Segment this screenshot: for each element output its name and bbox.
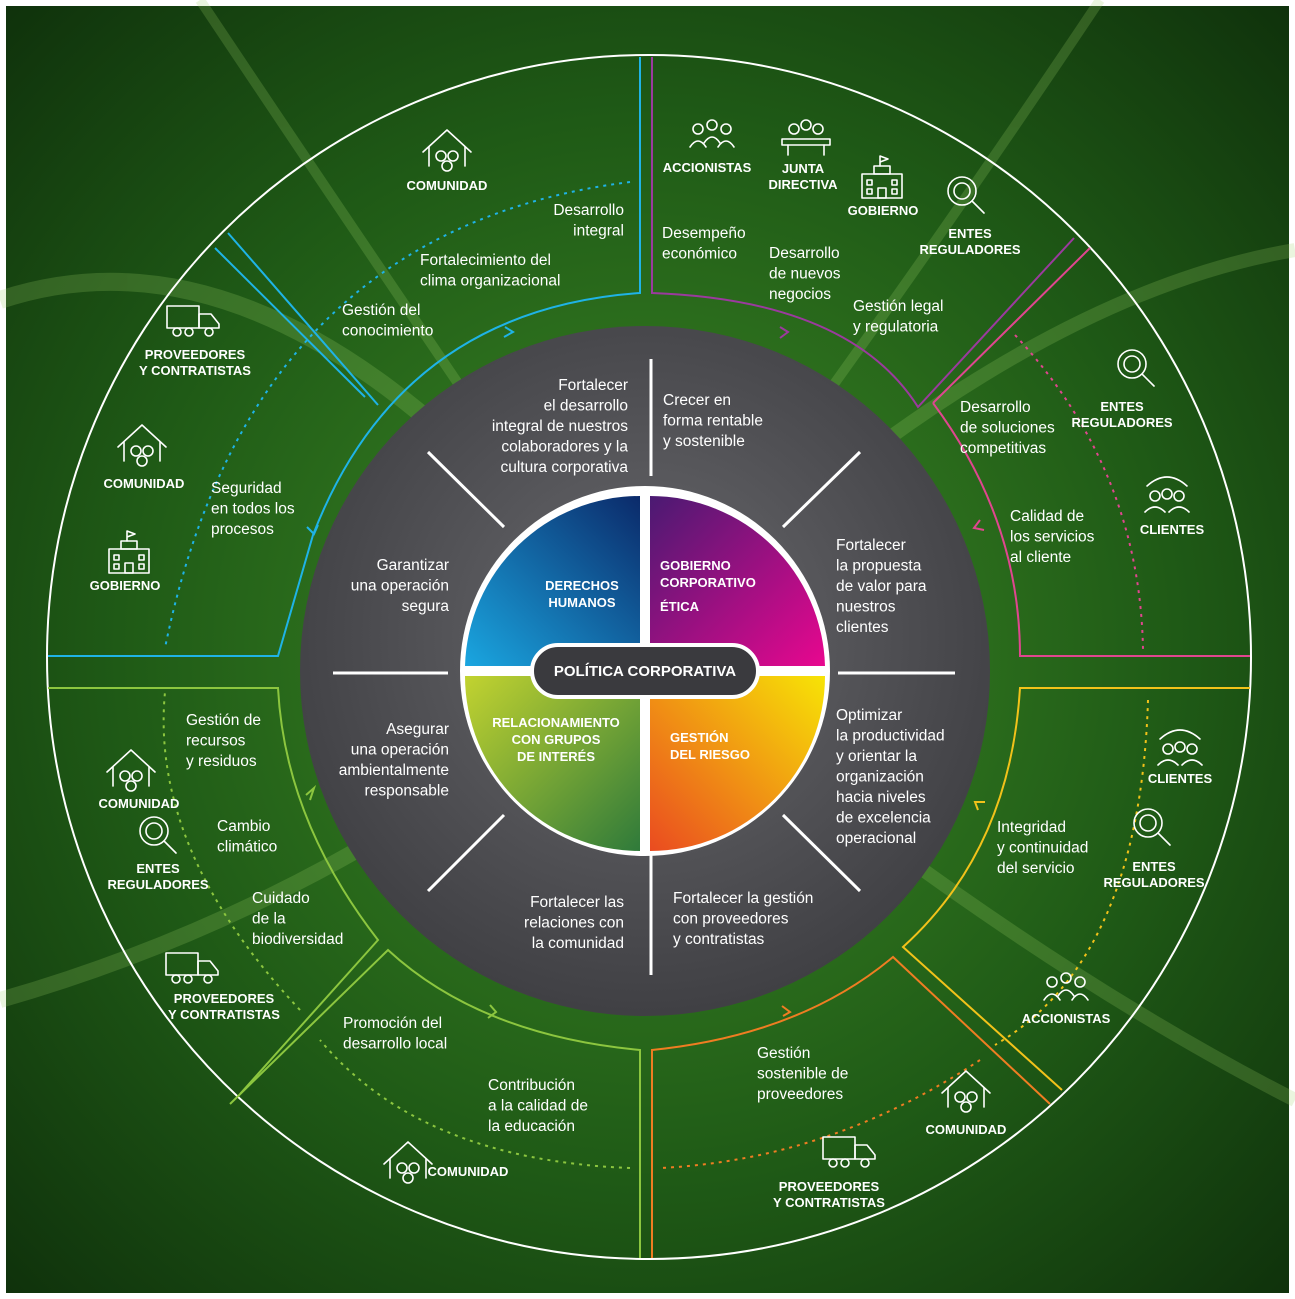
ethics-label: ÉTICA [660, 599, 700, 614]
stakeholder-blue-0: COMUNIDAD [407, 178, 488, 193]
stakeholder-purple-0: ACCIONISTAS [663, 160, 752, 175]
stakeholder-purple-2: GOBIERNO [848, 203, 919, 218]
stakeholder-blue-3: GOBIERNO [90, 578, 161, 593]
community-icon [106, 749, 156, 792]
shareholders-icon [689, 119, 735, 148]
stakeholder-orange-0: COMUNIDAD [926, 1122, 1007, 1137]
truck-icon [165, 952, 219, 984]
government-icon [108, 530, 150, 574]
regulator-magnifier-icon [139, 816, 177, 854]
government-icon [861, 155, 903, 199]
quadrant-risk [650, 676, 825, 851]
clients-icon [1144, 476, 1190, 513]
objective-dividers [333, 359, 955, 975]
community-icon [422, 129, 472, 172]
truck-icon [166, 305, 220, 337]
community-icon [383, 1141, 433, 1184]
stakeholder-yellow-2: ACCIONISTAS [1022, 1011, 1111, 1026]
quadrant-stakeholder-relations [465, 676, 640, 851]
regulator-magnifier-icon [1117, 349, 1155, 387]
regulator-magnifier-icon [1133, 808, 1171, 846]
stakeholder-green_left-0: COMUNIDAD [99, 796, 180, 811]
shareholders-icon [1043, 972, 1089, 1001]
community-icon [117, 424, 167, 467]
stakeholder-pink-1: CLIENTES [1140, 522, 1205, 537]
clients-icon [1157, 729, 1203, 766]
corporate-policy-label: POLÍTICA CORPORATIVA [554, 663, 736, 680]
outer-ring [46, 54, 1252, 1260]
board-icon [781, 119, 831, 156]
community-icon [941, 1070, 991, 1113]
stakeholder-yellow-0: CLIENTES [1148, 771, 1213, 786]
sector-boundaries [48, 57, 1250, 1258]
core-circle [460, 486, 830, 856]
corporate-policy-pill [530, 643, 760, 699]
truck-icon [822, 1136, 876, 1168]
quadrant-governance [650, 495, 825, 666]
stakeholder-green_bottom-0: COMUNIDAD [428, 1164, 509, 1179]
regulator-magnifier-icon [947, 176, 985, 214]
topic-arrows [305, 326, 985, 1019]
quadrant-human-rights [465, 495, 640, 666]
stakeholder-blue-2: COMUNIDAD [104, 476, 185, 491]
stakeholder-dotted-arcs [162, 181, 1149, 1169]
